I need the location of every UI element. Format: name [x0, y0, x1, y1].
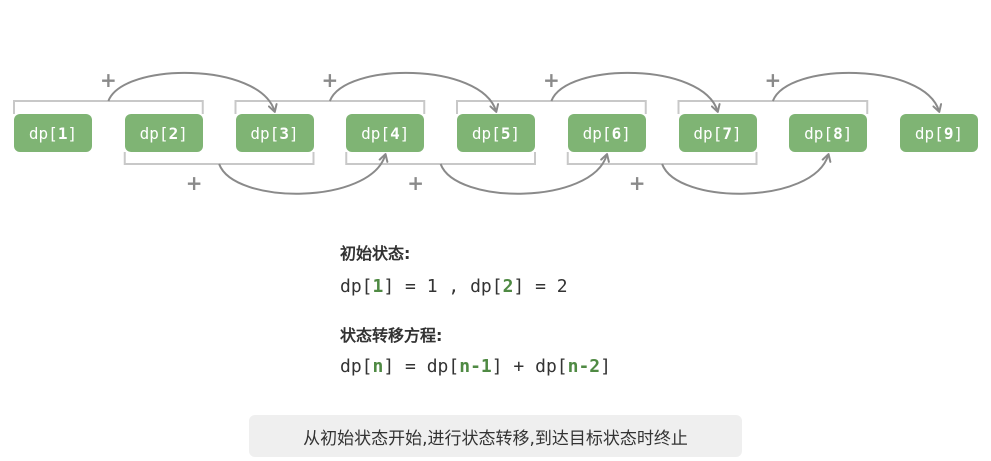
- group-bracket: [345, 152, 536, 165]
- dp-node: dp[7]: [678, 114, 757, 152]
- dp1-prefix: dp[: [340, 276, 373, 297]
- node-suffix: ]: [399, 123, 410, 143]
- plus-sign: +: [764, 68, 782, 92]
- initial-state-heading: 初始状态:: [340, 244, 411, 263]
- caption-box: 从初始状态开始,进行状态转移,到达目标状态时终止: [249, 415, 742, 457]
- node-suffix: ]: [731, 123, 742, 143]
- plus-sign: +: [542, 68, 560, 92]
- dp-node: dp[4]: [346, 114, 425, 152]
- node-prefix: dp[: [914, 123, 944, 143]
- dp-node: dp[1]: [14, 114, 92, 152]
- node-prefix: dp[: [361, 123, 391, 143]
- dp-node: dp[8]: [789, 114, 868, 152]
- initial-state-formula: dp[1] = 1 , dp[2] = 2: [340, 276, 568, 297]
- node-suffix: ]: [621, 123, 631, 143]
- plus-sign: +: [185, 171, 203, 195]
- node-prefix: dp[: [139, 123, 169, 143]
- lhs-prefix: dp[: [340, 356, 373, 377]
- term2-prefix: dp[: [535, 356, 568, 377]
- node-prefix: dp[: [582, 123, 612, 143]
- node-index: 9: [943, 123, 954, 143]
- plus-sign: +: [407, 171, 424, 195]
- node-suffix: ]: [842, 123, 853, 143]
- dp-node: dp[6]: [567, 114, 646, 152]
- node-suffix: ]: [288, 123, 299, 143]
- term1-index: n-1: [459, 356, 492, 377]
- transition-arrow: [328, 72, 500, 113]
- group-bracket: [677, 100, 869, 114]
- transition-arrow: [439, 153, 610, 195]
- dp1-index: 1: [372, 276, 384, 297]
- transition-arrow: [107, 72, 278, 113]
- term1-suffix: ] +: [491, 356, 536, 377]
- plus-sign: +: [628, 171, 646, 195]
- node-prefix: dp[: [693, 123, 723, 143]
- plus-sign: +: [321, 68, 339, 92]
- node-prefix: dp[: [250, 123, 280, 143]
- node-index: 3: [279, 123, 289, 143]
- group-bracket: [13, 100, 204, 114]
- node-index: 5: [500, 123, 511, 143]
- lhs-index: n: [372, 356, 384, 377]
- node-suffix: ]: [953, 123, 964, 143]
- transition-arrow: [661, 153, 832, 195]
- node-index: 4: [390, 123, 400, 143]
- dp-node: dp[5]: [457, 114, 535, 152]
- transition-arrow: [550, 72, 721, 113]
- dp1-suffix: ] = 1 ,: [383, 276, 471, 297]
- group-bracket: [123, 152, 315, 165]
- group-bracket: [234, 100, 426, 114]
- node-index: 7: [722, 123, 732, 143]
- term2-suffix: ]: [600, 356, 611, 377]
- term2-index: n-2: [567, 356, 601, 377]
- transition-arrow: [218, 153, 389, 195]
- dp2-prefix: dp[: [470, 276, 503, 297]
- node-prefix: dp[: [28, 123, 58, 143]
- node-suffix: ]: [510, 123, 521, 143]
- caption-text: 从初始状态开始,进行状态转移,到达目标状态时终止: [303, 428, 688, 449]
- node-prefix: dp[: [471, 123, 501, 143]
- node-suffix: ]: [67, 123, 78, 143]
- node-index: 2: [168, 123, 179, 143]
- node-index: 1: [57, 123, 68, 143]
- term1-prefix: dp[: [426, 356, 460, 377]
- plus-sign: +: [99, 68, 117, 92]
- dp2-suffix: ] = 2: [513, 276, 568, 297]
- node-index: 6: [611, 123, 622, 143]
- transition-formula: dp[n] = dp[n-1] + dp[n-2]: [340, 356, 611, 377]
- dp-node: dp[2]: [124, 114, 203, 152]
- lhs-suffix: ] =: [383, 356, 427, 377]
- group-bracket: [566, 152, 758, 165]
- node-prefix: dp[: [804, 123, 834, 143]
- transition-arrow: [771, 72, 943, 113]
- group-bracket: [456, 100, 647, 114]
- dp-node: dp[3]: [235, 114, 314, 152]
- node-index: 8: [833, 123, 843, 143]
- node-suffix: ]: [178, 123, 188, 143]
- dp2-index: 2: [502, 276, 514, 297]
- transition-heading: 状态转移方程:: [340, 326, 443, 345]
- dp-node: dp[9]: [900, 114, 978, 152]
